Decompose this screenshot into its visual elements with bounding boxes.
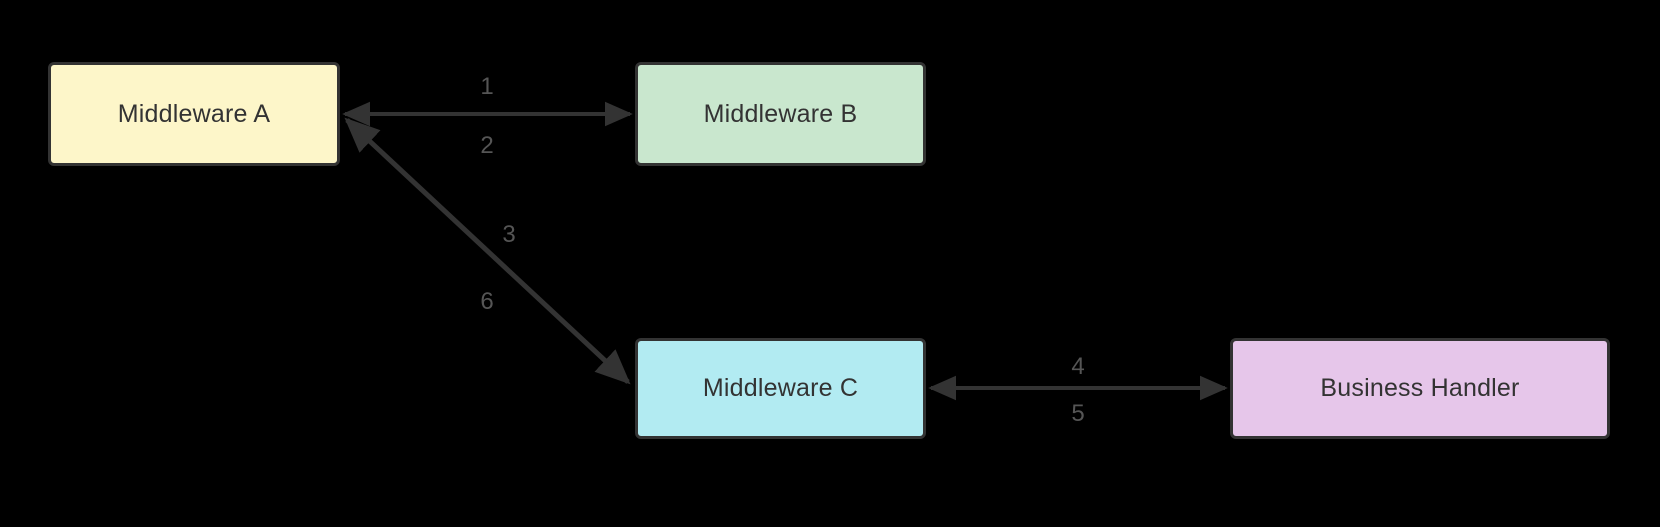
node-business-handler-label: Business Handler bbox=[1320, 374, 1520, 402]
edge-label-4: 4 bbox=[1071, 353, 1085, 380]
edge-label-6: 6 bbox=[480, 288, 494, 315]
node-middleware-a[interactable]: Middleware A bbox=[48, 62, 340, 166]
edge-middleware-a-middleware-c bbox=[344, 117, 631, 385]
node-middleware-c-label: Middleware C bbox=[702, 374, 859, 402]
node-middleware-c[interactable]: Middleware C bbox=[635, 338, 926, 439]
node-middleware-a-label: Middleware A bbox=[117, 99, 271, 128]
edge-label-1: 1 bbox=[480, 73, 494, 100]
edge-label-5: 5 bbox=[1071, 400, 1085, 427]
edge-label-2: 2 bbox=[480, 132, 494, 159]
edge-label-3: 3 bbox=[502, 221, 516, 248]
node-business-handler[interactable]: Business Handler bbox=[1230, 338, 1610, 439]
node-middleware-b-label: Middleware B bbox=[703, 99, 858, 128]
node-middleware-b[interactable]: Middleware B bbox=[635, 62, 926, 166]
